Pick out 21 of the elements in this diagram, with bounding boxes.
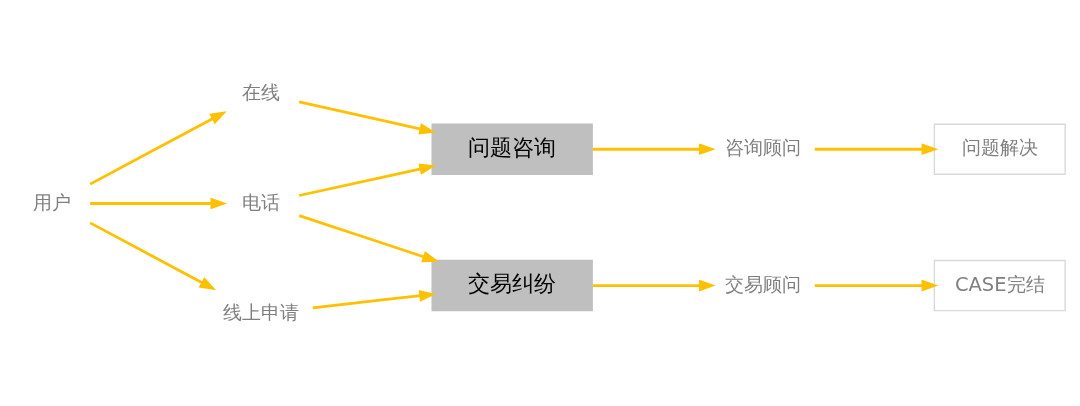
node-text: 电话 [242,190,281,214]
node-box: 问题解决 [933,123,1066,175]
arrow [298,99,436,135]
arrow [592,279,716,291]
node-text: 咨询顾问 [725,135,802,159]
node-text: 在线 [242,80,281,104]
node-box: 问题咨询 [431,123,593,175]
node-box: CASE完结 [933,259,1066,311]
node-text: 用户 [33,190,72,214]
arrow [90,197,228,209]
node-text: 线上申请 [223,300,300,324]
arrow [298,213,439,262]
arrow [312,289,436,309]
arrow [89,221,217,290]
arrow [592,142,716,155]
arrow [89,110,227,185]
node-text: 交易顾问 [725,272,802,296]
arrow [814,279,939,291]
arrow [298,162,436,197]
node-box: 交易纠纷 [431,259,593,311]
arrow [814,142,939,155]
